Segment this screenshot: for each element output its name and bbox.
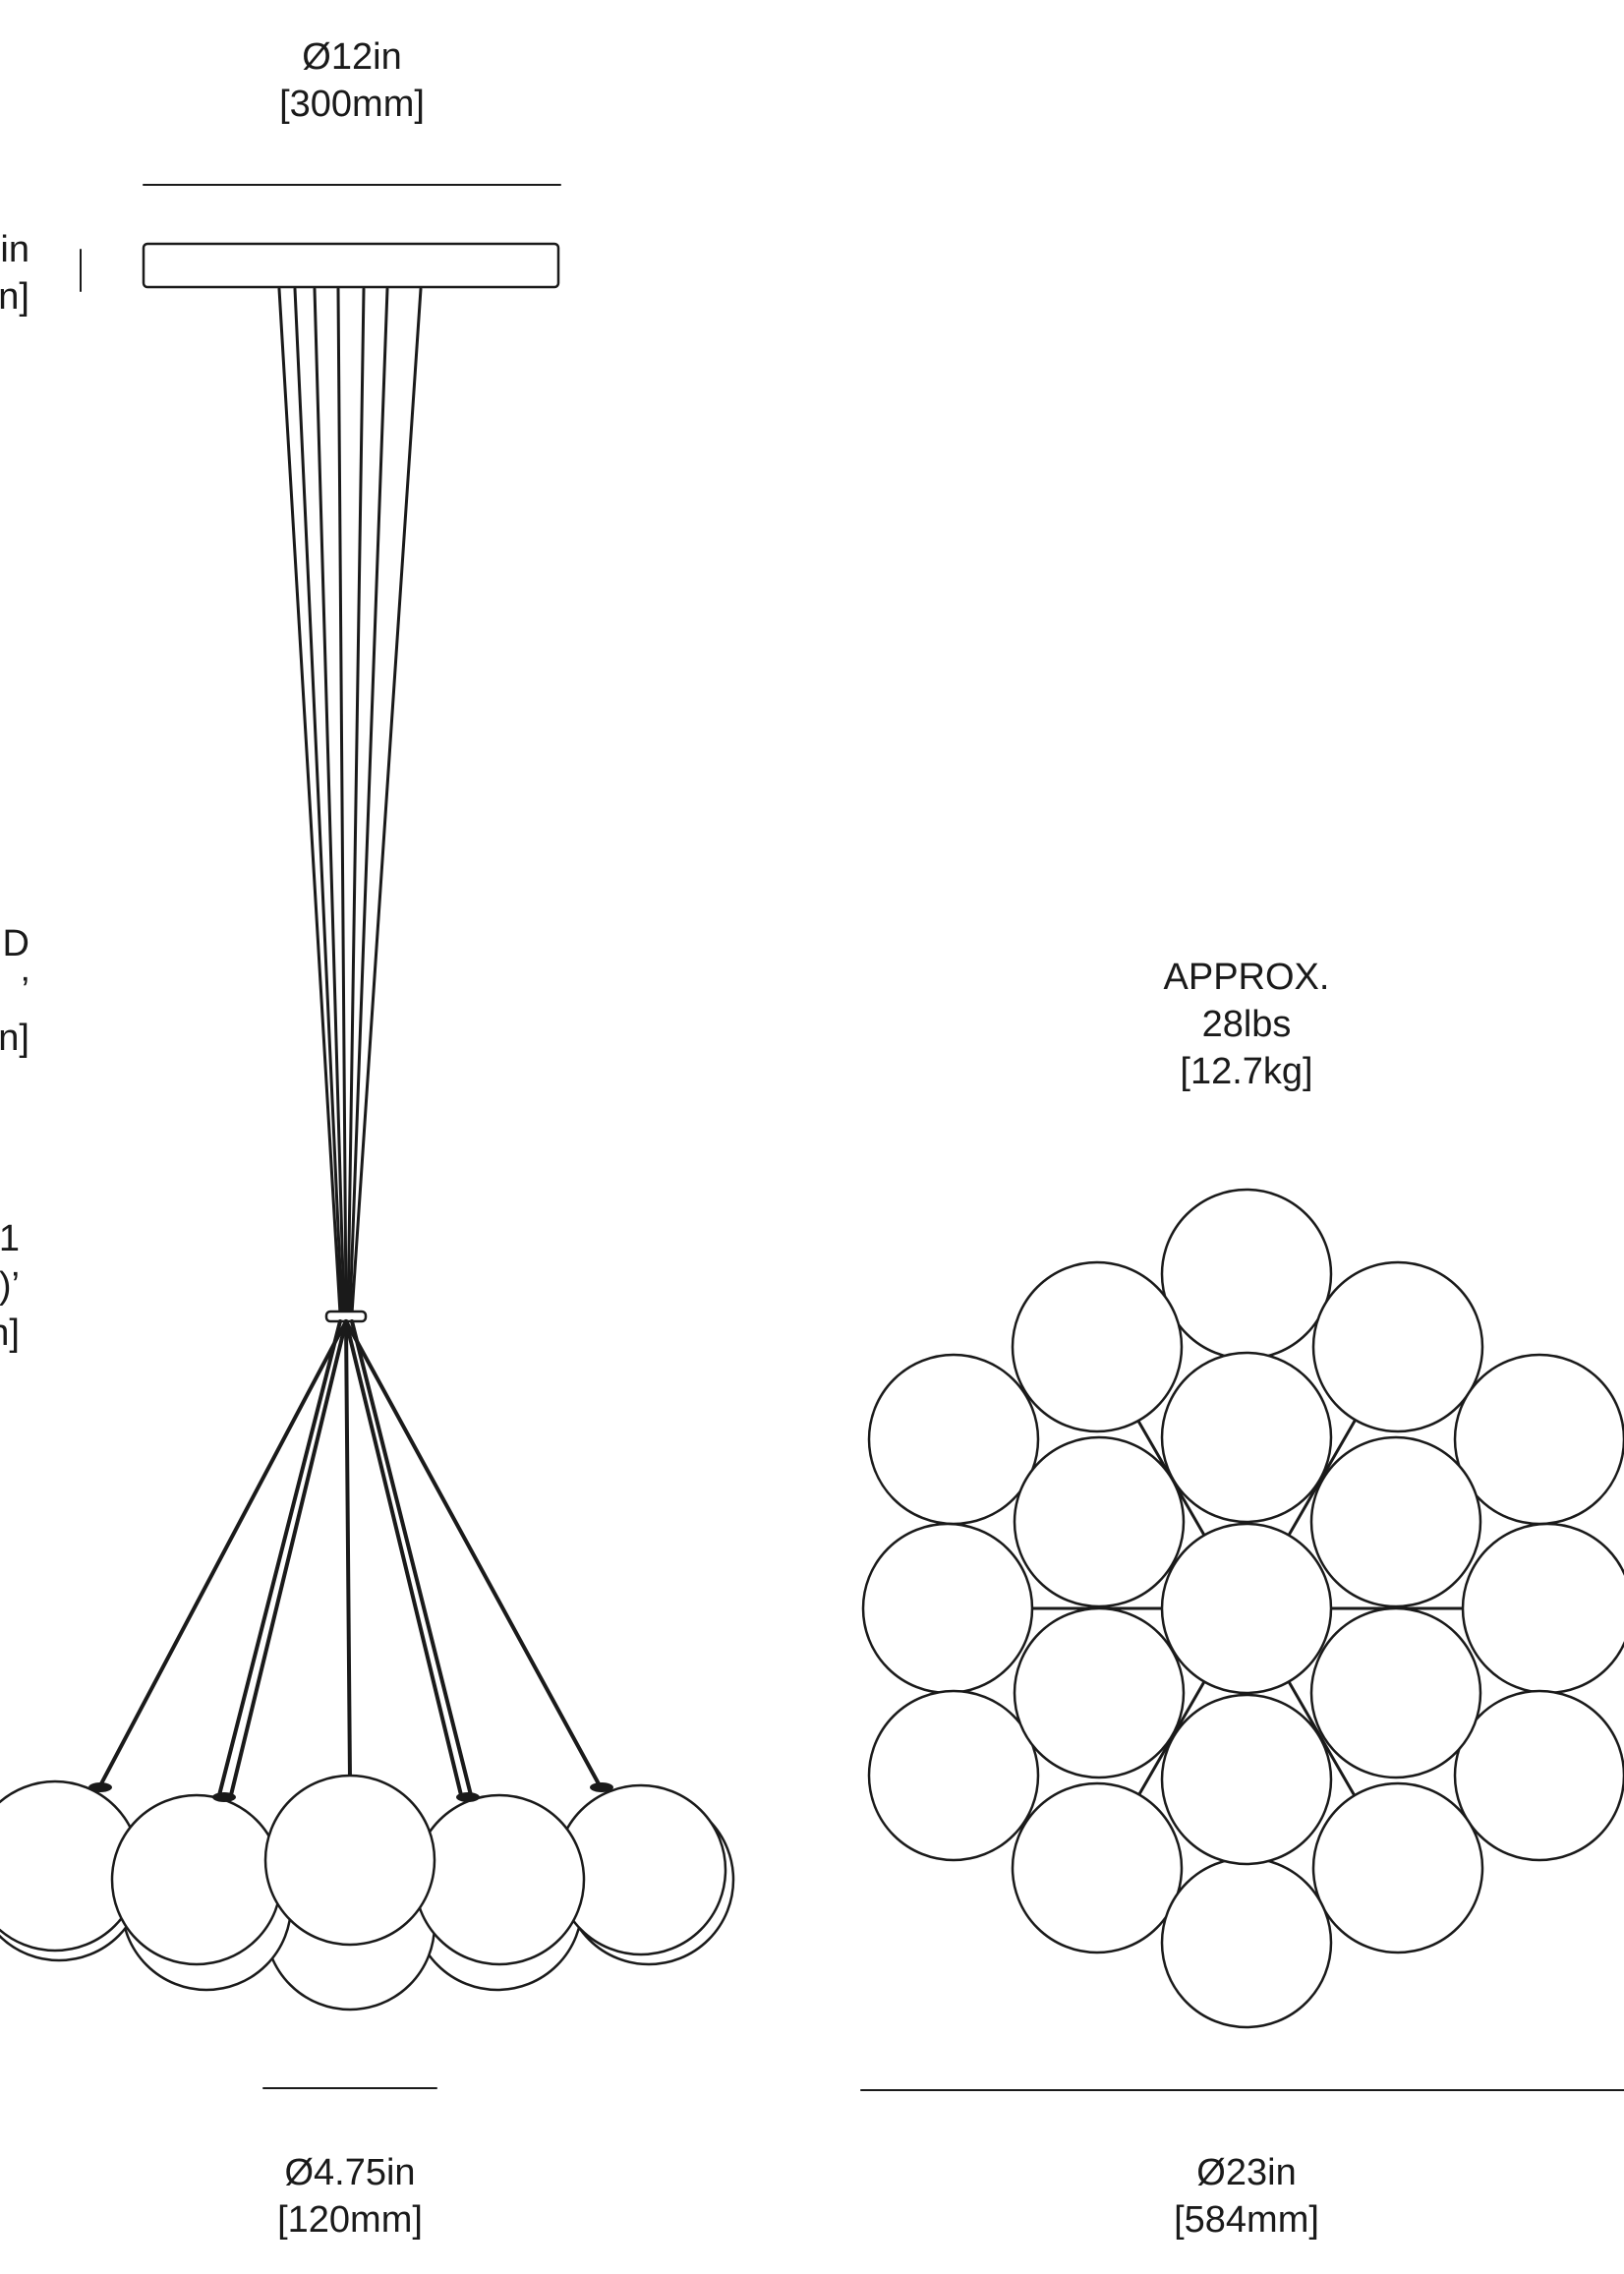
elevation-front-globes <box>0 1774 727 1966</box>
weight-line1: APPROX. <box>1163 957 1330 998</box>
overall-drop-label: D ’ n] <box>0 920 29 1062</box>
minimum-drop-line1: 1 <box>0 1218 20 1259</box>
globe-caps <box>88 1782 613 1802</box>
globe-arms <box>96 1319 604 1801</box>
minimum-drop-label: 1 )’ n] <box>0 1215 20 1357</box>
globe-dimension-metric: [120mm] <box>277 2199 423 2241</box>
minimum-drop-line2: )’ <box>0 1265 20 1307</box>
overall-drop-line3: n] <box>0 1018 29 1059</box>
canopy-height-label: in n] <box>0 226 29 321</box>
overall-drop-line2: ’ <box>21 970 29 1012</box>
cluster-dimension-imperial: Ø23in <box>1196 2152 1297 2193</box>
canopy-dimension-label: Ø12in [300mm] <box>234 33 470 128</box>
overall-drop-line1: D <box>2 923 29 964</box>
plan-outer-globes <box>861 1188 1624 2029</box>
minimum-drop-line3: n] <box>0 1312 20 1354</box>
cluster-dimension-label: Ø23in [584mm] <box>1119 2149 1374 2244</box>
canopy-height-line1: in <box>0 229 29 270</box>
ceiling-canopy <box>142 242 560 289</box>
weight-line3: [12.7kg] <box>1180 1051 1313 1092</box>
canopy-dimension-metric: [300mm] <box>279 84 425 125</box>
globe-dimension-imperial: Ø4.75in <box>284 2152 416 2193</box>
weight-label: APPROX. 28lbs [12.7kg] <box>1099 954 1394 1095</box>
plan-inner-globes <box>1013 1351 1482 1866</box>
globe-dimension-label: Ø4.75in [120mm] <box>222 2149 478 2244</box>
canopy-height-line2: n] <box>0 276 29 318</box>
cluster-dimension-metric: [584mm] <box>1174 2199 1319 2241</box>
weight-line2: 28lbs <box>1201 1004 1292 1045</box>
suspension-cables <box>277 287 423 1315</box>
canopy-dimension-imperial: Ø12in <box>302 36 402 78</box>
